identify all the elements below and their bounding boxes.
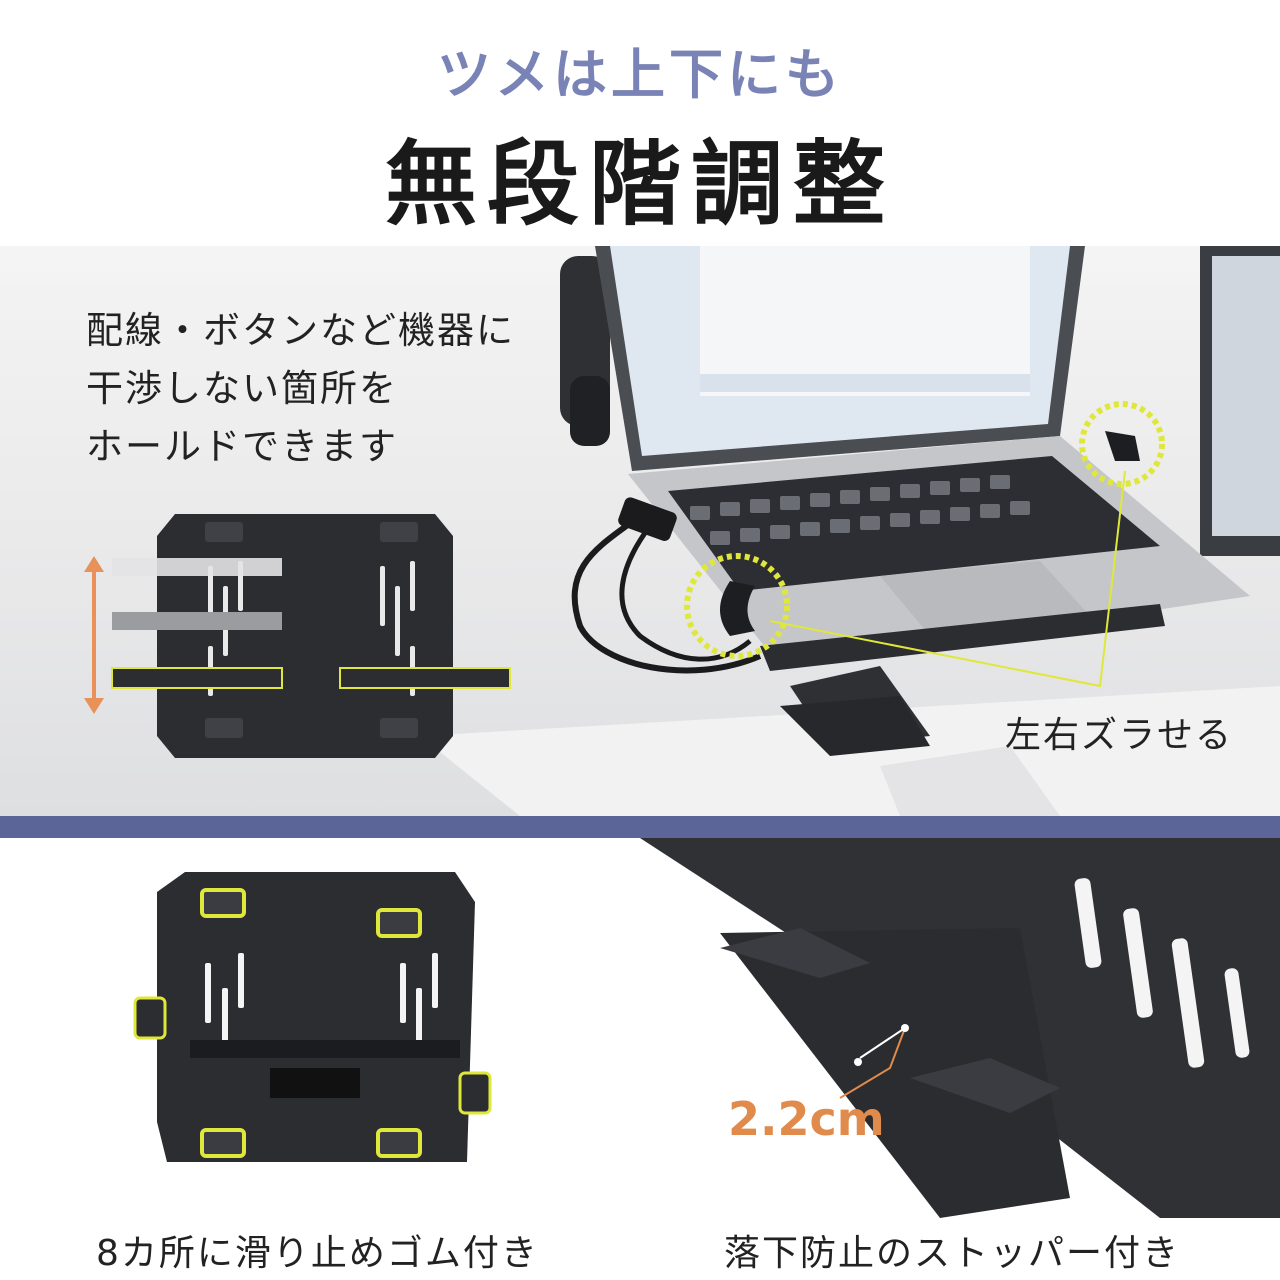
description-line-2: 干渉しない箇所を xyxy=(86,367,398,410)
caption-rubber-pads: 8カ所に滑り止めゴム付き xyxy=(96,1233,539,1274)
stopper-closeup-illustration xyxy=(640,838,1280,1218)
plate-rubber-pads-illustration xyxy=(133,872,492,1162)
description-line-1: 配線・ボタンなど機器に xyxy=(86,309,515,352)
stopper-measurement: 2.2cm xyxy=(728,1092,885,1146)
description-line-3: ホールドできます xyxy=(86,425,398,468)
callout-text: 左右ズラせる xyxy=(1005,715,1234,756)
caption-stopper: 落下防止のストッパー付き xyxy=(724,1233,1181,1274)
headline: 無段階調整 xyxy=(384,131,895,238)
subtitle: ツメは上下にも xyxy=(437,43,843,106)
top-product-photo: 配線・ボタンなど機器に 干渉しない箇所を ホールドできます xyxy=(0,246,1280,816)
laptop-on-arm-illustration xyxy=(420,246,1280,816)
plate-adjustment-diagram xyxy=(84,514,511,758)
section-divider xyxy=(0,816,1280,838)
description: 配線・ボタンなど機器に 干渉しない箇所を ホールドできます xyxy=(86,302,515,476)
bottom-section: 2.2cm 8カ所に滑り止めゴム付き 落下防止のストッパー付き xyxy=(0,838,1280,1280)
